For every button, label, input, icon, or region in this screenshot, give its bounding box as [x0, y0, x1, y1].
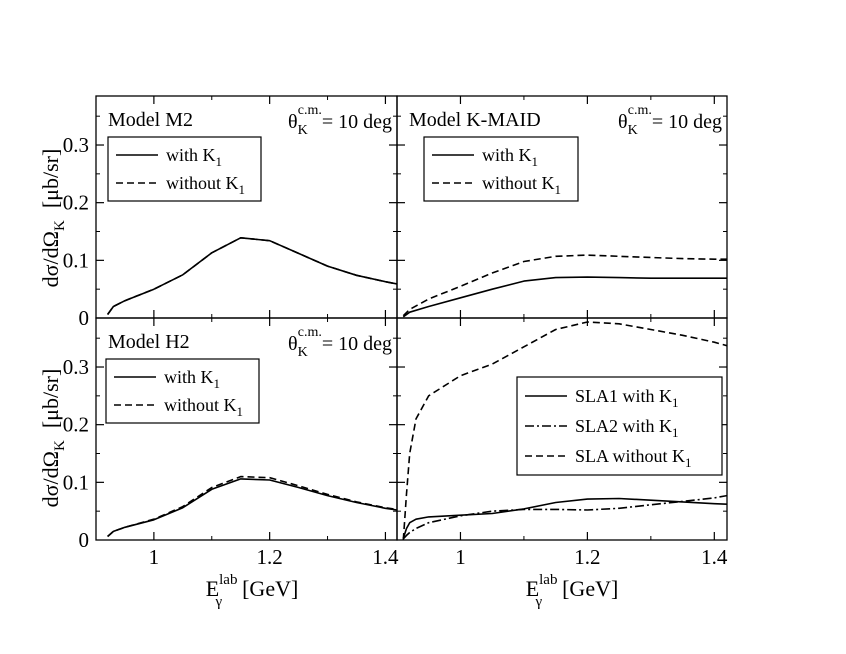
- angle-sub: K: [628, 123, 638, 138]
- legend-box: [105, 358, 260, 424]
- legend-sub: 1: [216, 154, 223, 169]
- x-tick-label: 1.4: [372, 545, 399, 569]
- x-tick-label: 1: [455, 545, 466, 569]
- x-tick-label: 1.2: [257, 545, 283, 569]
- legend-entry-1: with K1: [166, 145, 222, 169]
- legend-text: with K: [164, 367, 214, 387]
- angle-sup: c.m.: [298, 325, 322, 340]
- y-tick-label: 0.3: [63, 133, 89, 157]
- y-tick-label: 0.3: [63, 355, 89, 379]
- svg-text:dσ/dΩK[μb/sr]: dσ/dΩK[μb/sr]: [38, 149, 68, 288]
- series-line-1: [402, 276, 727, 318]
- legend-sub: 1: [555, 182, 562, 197]
- legend-box: [423, 136, 579, 202]
- series-line-1: [106, 237, 397, 315]
- panel-title: Model M2: [108, 109, 193, 131]
- legend-entry-1: with K1: [482, 145, 538, 169]
- y-tick-label: 0.1: [63, 470, 89, 494]
- legend-text: SLA1 with K: [575, 386, 672, 406]
- legend-sub: 1: [239, 182, 246, 197]
- curves: [106, 237, 397, 315]
- x-tick-label: 1: [149, 545, 160, 569]
- y-tick-label: 0: [79, 528, 90, 552]
- legend-sub: 1: [532, 154, 539, 169]
- legend-text: without K: [164, 395, 237, 415]
- legend-text: SLA2 with K: [575, 416, 672, 436]
- y-tick-label: 0.2: [63, 413, 89, 437]
- angle-label: θKc.m.= 10 deg: [288, 325, 392, 360]
- series-line-2: [106, 237, 397, 315]
- angle-sup: c.m.: [628, 103, 652, 118]
- series-line-2: [402, 494, 727, 540]
- angle-sub: K: [298, 345, 308, 360]
- y-axis-label-bottom: dσ/dΩK[μb/sr]: [38, 369, 68, 508]
- panel-frame: [396, 317, 728, 541]
- legend-sub: 1: [685, 455, 692, 470]
- panel-3: 1 1.2 1.4 0 0.1 0.2 0.3 Model H2 θKc.m.= 10 deg w…: [63, 317, 399, 569]
- y-axis-label-top: dσ/dΩK[μb/sr]: [38, 149, 68, 288]
- angle-sup: c.m.: [298, 103, 322, 118]
- y-tick-label: 0: [79, 306, 90, 330]
- y-tick-label: 0.1: [63, 248, 89, 272]
- x-tick-label: 1.2: [574, 545, 600, 569]
- curves: [402, 321, 727, 540]
- legend-sub: 1: [672, 425, 679, 440]
- angle-sub: K: [298, 123, 308, 138]
- y-tick-label: 0.2: [63, 191, 89, 215]
- legend-text: without K: [166, 173, 239, 193]
- angle-label: θKc.m.= 10 deg: [288, 103, 392, 138]
- legend-text: SLA without K: [575, 446, 685, 466]
- series-line-3: [402, 321, 727, 540]
- svg-text:dσ/dΩK[μb/sr]: dσ/dΩK[μb/sr]: [38, 369, 68, 508]
- legend-entry-2: without K1: [164, 395, 243, 419]
- angle-label: θKc.m.= 10 deg: [618, 103, 722, 138]
- legend-entry-2: without K1: [482, 173, 561, 197]
- legend-sub: 1: [672, 395, 679, 410]
- legend-entry-2: without K1: [166, 173, 245, 197]
- panel-title: Model H2: [108, 331, 190, 353]
- panel-title: Model K-MAID: [409, 109, 541, 131]
- angle-rest: = 10 deg: [322, 111, 392, 133]
- series-line-2: [402, 254, 727, 317]
- legend-box: [107, 136, 262, 202]
- curves: [402, 254, 727, 318]
- legend-text: with K: [482, 145, 532, 165]
- legend-entry-3: SLA without K1: [575, 446, 692, 470]
- angle-rest: = 10 deg: [322, 333, 392, 355]
- angle-rest: = 10 deg: [652, 111, 722, 133]
- curves: [107, 475, 397, 538]
- series-line-2: [107, 475, 397, 538]
- legend-sub: 1: [237, 404, 244, 419]
- angle-theta: θ: [288, 111, 298, 133]
- legend-entry-2: SLA2 with K1: [575, 416, 679, 440]
- legend-box: [516, 376, 723, 476]
- angle-theta: θ: [618, 111, 628, 133]
- series-line-1: [107, 478, 397, 538]
- legend-text: with K: [166, 145, 216, 165]
- angle-theta: θ: [288, 333, 298, 355]
- legend-entry-1: with K1: [164, 367, 220, 391]
- legend-entry-1: SLA1 with K1: [575, 386, 679, 410]
- legend-text: without K: [482, 173, 555, 193]
- x-tick-label: 1.4: [701, 545, 728, 569]
- legend-sub: 1: [214, 376, 221, 391]
